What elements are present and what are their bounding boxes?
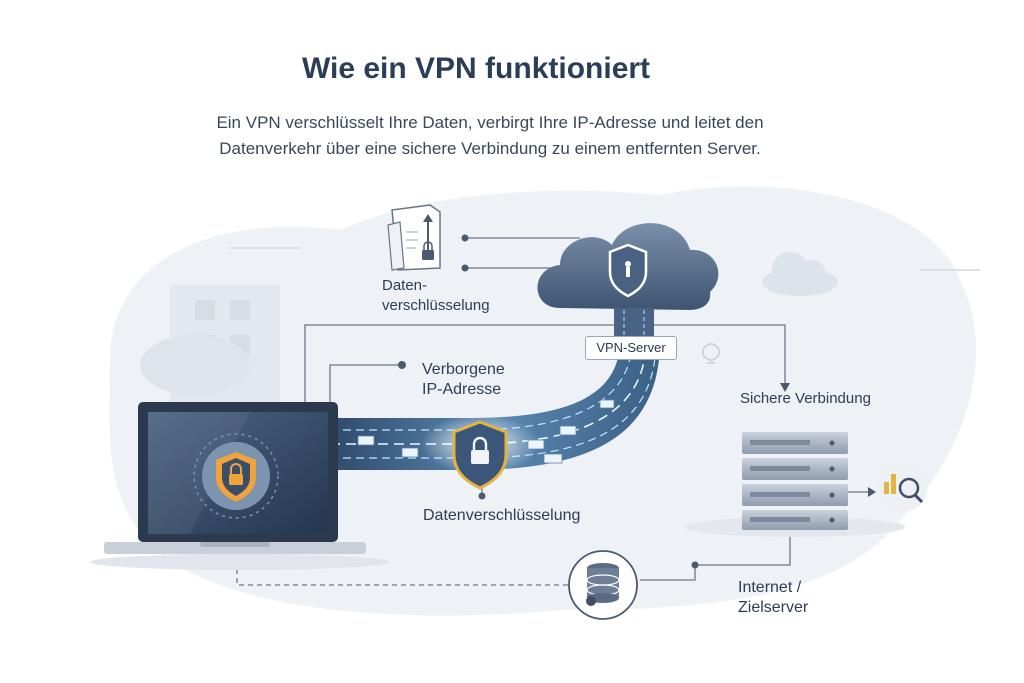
- analytics-magnifier-icon: [876, 460, 928, 512]
- label-encryption-top-line-2: verschlüsselung: [382, 297, 490, 314]
- connector-dot: [461, 264, 469, 272]
- subtitle-line-1: Ein VPN verschlüsselt Ihre Daten, verbir…: [216, 113, 764, 132]
- label-internet-line-1: Internet /: [738, 579, 802, 596]
- connector-dot: [478, 492, 486, 500]
- lightbulb-icon: [702, 343, 720, 364]
- vpn-server-tag: VPN-Server: [585, 336, 677, 360]
- label-encryption-top-line-1: Daten-: [382, 277, 428, 294]
- label-hidden-ip: Verborgene IP-Adresse: [422, 360, 505, 400]
- arrow-head: [868, 487, 876, 497]
- connector-lines: [236, 237, 870, 586]
- label-hidden-ip-line-1: Verborgene: [422, 361, 505, 378]
- label-encryption-top: Daten- verschlüsselung: [382, 276, 490, 316]
- subtitle-line-2: Datenverkehr über eine sichere Verbindun…: [219, 139, 761, 158]
- label-hidden-ip-line-2: IP-Adresse: [422, 381, 502, 398]
- document-lock-icon: [387, 204, 441, 271]
- label-secure-connection: Sichere Verbindung: [740, 390, 871, 407]
- page-subtitle: Ein VPN verschlüsselt Ihre Daten, verbir…: [150, 110, 830, 162]
- cloud-shield-icon: [537, 223, 719, 338]
- page-title: Wie ein VPN funktioniert: [301, 52, 651, 85]
- connector-dot: [461, 234, 469, 242]
- server-rack-icon: [685, 432, 905, 537]
- small-cloud-icon: [762, 252, 838, 296]
- label-encryption-bottom: Datenverschlüsselung: [423, 507, 581, 524]
- label-internet-target: Internet / Zielserver: [738, 578, 808, 618]
- database-icon: [568, 550, 638, 620]
- connector-dot: [691, 561, 699, 569]
- shield-lock-icon: [452, 420, 508, 490]
- arrow-head: [780, 383, 790, 392]
- label-internet-line-2: Zielserver: [738, 599, 809, 616]
- connector-dot: [398, 361, 406, 369]
- laptop-icon: [90, 402, 390, 570]
